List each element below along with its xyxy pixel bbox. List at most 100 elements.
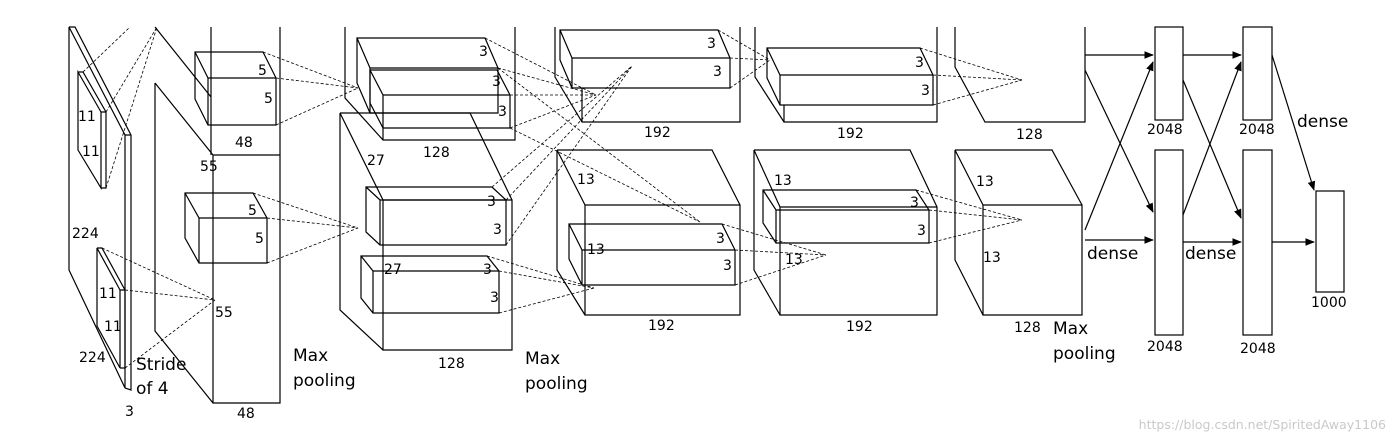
dense2-bottom-layer — [1242, 149, 1273, 336]
connection-arrow — [1182, 79, 1242, 219]
conv5-top-depth: 128 — [1016, 127, 1043, 143]
conv4-bottom-kernel-side: 13 — [785, 252, 803, 268]
conv3-top-kernel-size-a: 3 — [707, 36, 716, 52]
receptive-field-line — [252, 192, 359, 229]
conv1-bottom-kernel-size-b: 5 — [255, 231, 264, 247]
conv2-bottom-kernel-b — [360, 255, 500, 314]
conv3-bottom-kernel-size-b: 3 — [723, 258, 732, 274]
dense1-bottom-size: 2048 — [1147, 339, 1183, 355]
conv5-bottom-depth: 128 — [1014, 320, 1041, 336]
conv3-blocks — [554, 27, 741, 316]
conv2-bottom-kernel2-size-b: 3 — [490, 290, 499, 306]
conv1-top-kernel-size-a: 5 — [258, 63, 267, 79]
receptive-field-line — [497, 67, 597, 96]
conv3-side-size: 13 — [577, 172, 595, 188]
conv1-top-kernel-size-b: 5 — [264, 91, 273, 107]
pool2-label-line1: Max — [525, 349, 560, 369]
input-volume — [68, 26, 132, 391]
receptive-field-line — [124, 289, 216, 301]
conv1-bottom-side-size: 55 — [215, 305, 233, 321]
conv4-blocks — [753, 27, 938, 316]
receptive-field-line — [721, 223, 827, 256]
conv3-top-kernel-size-b: 3 — [713, 64, 722, 80]
conv3-top-block — [554, 27, 741, 123]
conv2-blocks — [339, 27, 516, 351]
conv2-bottom-kernel-a — [365, 186, 507, 246]
conv3-top-depth: 192 — [644, 125, 671, 141]
conv1-blocks — [154, 26, 281, 404]
pool2-label-line2: pooling — [525, 374, 588, 394]
pool3-label-line2: pooling — [1053, 344, 1116, 364]
receptive-field-line — [915, 189, 1023, 221]
output-layer — [1315, 190, 1345, 293]
conv2-top-kernel-size-a: 3 — [479, 44, 488, 60]
conv3-bottom-depth: 192 — [648, 318, 675, 334]
conv2-bottom-depth: 128 — [438, 356, 465, 372]
receptive-field-line — [717, 29, 771, 61]
conv2-top-kernel-size-b: 3 — [492, 74, 501, 90]
stride-label-line2: of 4 — [136, 379, 169, 399]
conv2-receptive-lines — [484, 37, 701, 314]
receptive-field-line — [105, 26, 158, 113]
input-kernel2-width: 11 — [104, 319, 122, 335]
conv2-top-block — [344, 27, 516, 141]
dense1-bottom-layer — [1154, 149, 1184, 336]
receptive-field-line — [484, 37, 597, 96]
pool3-label-line1: Max — [1053, 319, 1088, 339]
input-kernel2-height: 11 — [99, 286, 117, 302]
input-kernel1-width: 11 — [82, 144, 100, 160]
conv4-top-depth: 192 — [837, 126, 864, 142]
conv1-top-block — [154, 26, 281, 155]
dense1-label: dense — [1087, 244, 1138, 264]
conv5-side-size: 13 — [976, 174, 994, 190]
conv2-bottom-kernel1-size-b: 3 — [493, 222, 502, 238]
conv1-bottom-block — [154, 82, 281, 404]
receptive-field-line — [498, 270, 595, 289]
receptive-field-line — [497, 67, 701, 223]
receptive-field-line — [729, 57, 771, 61]
conv2-bottom-kernel1-size-a: 3 — [487, 194, 496, 210]
receptive-field-line — [486, 255, 595, 289]
output-label: dense — [1297, 112, 1348, 132]
conv3-top-kernel — [559, 29, 731, 89]
conv4-bottom-kernel-size-b: 3 — [917, 223, 926, 239]
receptive-field-line — [275, 77, 359, 89]
receptive-field-line — [266, 217, 359, 229]
receptive-field-line — [105, 26, 158, 189]
conv3-receptive-lines — [717, 29, 827, 286]
input-side-size: 224 — [72, 226, 99, 242]
stride-label-line1: Stride — [136, 355, 186, 375]
conv4-bottom-block — [753, 149, 938, 316]
receptive-field-line — [505, 65, 633, 201]
conv4-top-block — [754, 27, 938, 123]
dense2-top-layer — [1242, 26, 1273, 121]
receptive-field-line — [101, 247, 216, 301]
receptive-field-line — [505, 65, 633, 246]
input-bottom-size: 224 — [79, 350, 106, 366]
conv2-top-kernel-size-c: 3 — [498, 104, 507, 120]
conv1-side-size: 55 — [200, 159, 218, 175]
conv5-top-block — [954, 27, 1086, 123]
conv5-blocks — [954, 27, 1086, 316]
receptive-field-line — [729, 59, 771, 89]
input-kernel1-height: 11 — [78, 109, 96, 125]
conv1-top-depth: 48 — [235, 135, 253, 151]
conv3-bottom-kernel-size-a: 3 — [716, 231, 725, 247]
watermark: https://blog.csdn.net/SpiritedAway1106 — [1139, 417, 1386, 432]
dense-layers — [1154, 26, 1345, 336]
receptive-field-line — [124, 299, 216, 369]
receptive-field-line — [262, 51, 359, 89]
receptive-field-line — [509, 127, 701, 223]
receptive-field-line — [928, 219, 1023, 244]
receptive-field-line — [266, 227, 359, 264]
receptive-field-line — [928, 209, 1023, 221]
conv5-side-size-2: 13 — [983, 250, 1001, 266]
conv4-top-kernel-size-a: 3 — [915, 55, 924, 71]
pool1-label-line1: Max — [293, 346, 328, 366]
dense1-top-size: 2048 — [1147, 122, 1183, 138]
receptive-field-line — [919, 47, 1023, 81]
conv2-bottom-kernel2-side: 27 — [384, 262, 402, 278]
conv4-side-size: 13 — [774, 173, 792, 189]
dense2-bottom-size: 2048 — [1240, 341, 1276, 357]
